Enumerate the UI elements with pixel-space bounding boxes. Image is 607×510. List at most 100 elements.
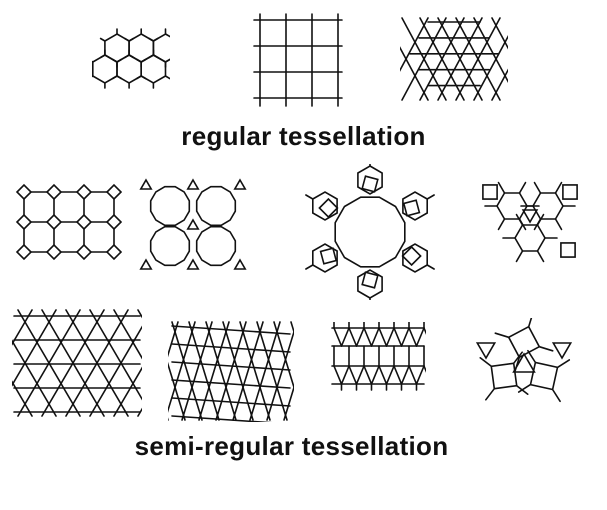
tile-edge (273, 321, 294, 391)
tile-edge (181, 321, 213, 421)
tile-edge (348, 365, 358, 385)
tile-edge (333, 327, 343, 347)
tile-edge (305, 264, 314, 270)
tile-edge (401, 17, 447, 101)
tile-edge (164, 58, 170, 63)
regular-tessellation-heading: regular tessellation (181, 121, 426, 151)
tile-edge (455, 17, 501, 101)
tile-edge (363, 365, 373, 385)
tile-edge (136, 75, 143, 80)
tile-polygon (482, 184, 498, 200)
tile-edge (168, 321, 179, 358)
tile-edge (239, 321, 271, 421)
tile-edge (437, 17, 483, 101)
tile-edge (256, 321, 288, 421)
tile-edge (171, 415, 273, 422)
tile-edge (538, 345, 554, 352)
tile-polygon (357, 165, 383, 195)
tile-polygon (560, 242, 576, 258)
tile-polygon (521, 209, 539, 224)
tile-polygon (490, 362, 518, 390)
tile-edge (41, 309, 105, 417)
elongated-triangular-tiling (331, 322, 426, 391)
tile-edge (222, 321, 254, 421)
tile-polygon (401, 245, 422, 267)
tile-edge (473, 17, 508, 84)
tile-polygon (233, 258, 247, 270)
tile-polygon (402, 243, 428, 273)
tile-edge (415, 327, 425, 347)
tile-edge (415, 365, 425, 385)
tile-edge (408, 327, 418, 347)
tile-edge (527, 349, 537, 364)
tile-edge (385, 365, 395, 385)
tile-edge (168, 321, 196, 413)
tile-edge (363, 327, 373, 347)
tile-polygon (186, 178, 200, 190)
tile-polygon (186, 258, 200, 270)
tile-edge (171, 379, 291, 389)
tile-polygon (149, 225, 191, 267)
tile-edge (423, 327, 426, 335)
tile-edge (536, 213, 545, 226)
tile-polygon (402, 199, 421, 217)
tile-edge (426, 194, 435, 200)
tile-polygon (45, 213, 63, 231)
tile-edge (113, 366, 142, 417)
tile-edge (426, 264, 435, 270)
tile-polygon (311, 243, 338, 273)
snub-hexagonal-tiling (168, 321, 294, 422)
tile-edge (473, 34, 508, 101)
tile-polygon (195, 185, 237, 227)
tile-polygon (45, 183, 63, 201)
tile-polygon (149, 185, 191, 227)
tile-polygon (361, 271, 379, 289)
tile-edge (171, 321, 203, 421)
tile-edge (348, 327, 358, 347)
tile-edge (92, 60, 94, 63)
tile-polygon (402, 191, 428, 221)
tile-edge (123, 37, 130, 42)
hexagonal-tiling (92, 28, 170, 89)
tile-edge (533, 181, 542, 194)
tile-edge (497, 218, 506, 231)
tile-edge (515, 213, 524, 226)
tile-polygon (105, 243, 122, 261)
tile-polygon (139, 258, 153, 270)
tile-polygon (152, 33, 170, 63)
tile-edge (494, 332, 510, 339)
tile-edge (554, 218, 563, 231)
tile-edge (400, 365, 410, 385)
tile-polygon (15, 213, 33, 231)
tile-polygon (562, 184, 578, 200)
tile-edge (113, 309, 142, 360)
tile-edge (484, 387, 496, 401)
tile-polygon (15, 183, 33, 201)
tile-edge (249, 321, 281, 421)
tile-polygon (105, 183, 122, 201)
tile-polygon (75, 183, 93, 201)
triangular-tiling (400, 17, 508, 101)
tile-polygon (139, 178, 153, 190)
truncated-hexagonal-tiling (139, 178, 247, 270)
tile-edge (89, 325, 142, 417)
tile-edge (111, 75, 118, 80)
tile-polygon (233, 178, 247, 190)
tile-polygon (357, 269, 383, 299)
tile-edge (148, 37, 155, 42)
tile-edge (536, 250, 545, 263)
tile-edge (355, 365, 365, 385)
tile-edge (92, 75, 94, 78)
tile-polygon (551, 342, 573, 360)
tile-polygon (361, 175, 379, 193)
tile-edge (12, 309, 33, 346)
tile-polygon (334, 196, 406, 268)
tile-edge (355, 327, 365, 347)
tile-edge (385, 327, 395, 347)
tile-edge (305, 194, 314, 200)
tile-edge (393, 365, 403, 385)
tile-edge (370, 327, 380, 347)
tile-edge (370, 365, 380, 385)
tile-edge (419, 17, 465, 101)
